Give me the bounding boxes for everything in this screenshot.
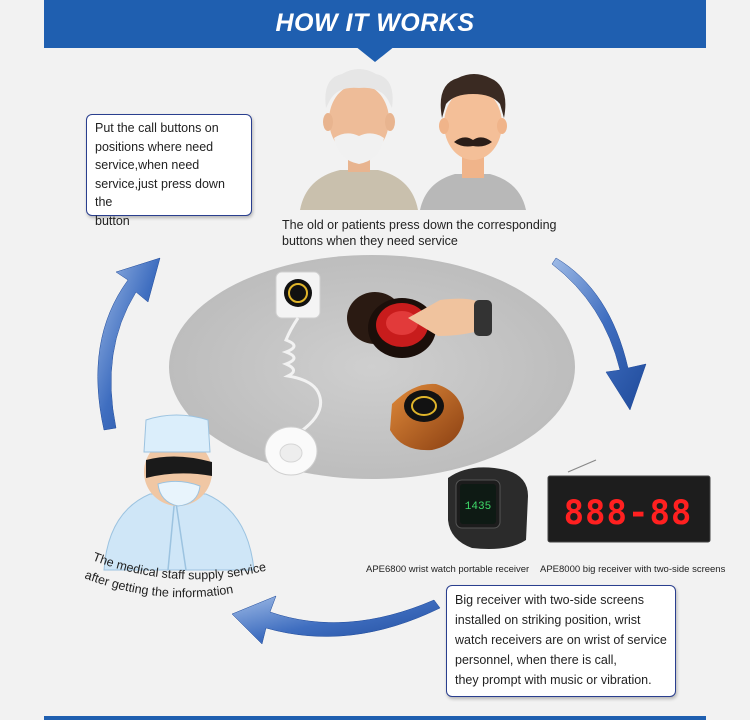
wooden-call-button [390, 383, 464, 451]
patients-illustration [300, 69, 526, 210]
patients-caption: The old or patients press down the corre… [282, 218, 557, 248]
banner-pointer [355, 46, 395, 62]
watch-time-display: 1435 [465, 501, 491, 513]
receiver-caption: APE8000 big receiver with two-side scree… [540, 564, 726, 575]
page-title: HOW IT WORKS [275, 9, 475, 37]
arrow-to-call-buttons [97, 257, 161, 431]
arrow-to-staff [231, 595, 441, 645]
header-banner: HOW IT WORKS [44, 0, 706, 48]
wrist-watch-receiver: 1435 [448, 467, 528, 549]
watch-caption: APE6800 wrist watch portable receiver [366, 564, 530, 575]
medical-staff-illustration [103, 414, 255, 571]
footer-rule [44, 716, 706, 720]
device-backdrop-ellipse [169, 255, 575, 479]
call-button-pendant [264, 271, 323, 476]
big-screen-receiver: 888-88 [547, 459, 711, 543]
receiver-led-display: 888-88 [564, 493, 693, 533]
receivers-callout: Big receiver with two-side screens insta… [446, 585, 676, 697]
arrow-to-receivers [551, 257, 647, 411]
call-buttons-callout: Put the call buttons on positions where … [86, 114, 252, 228]
red-call-buttons [347, 292, 492, 358]
